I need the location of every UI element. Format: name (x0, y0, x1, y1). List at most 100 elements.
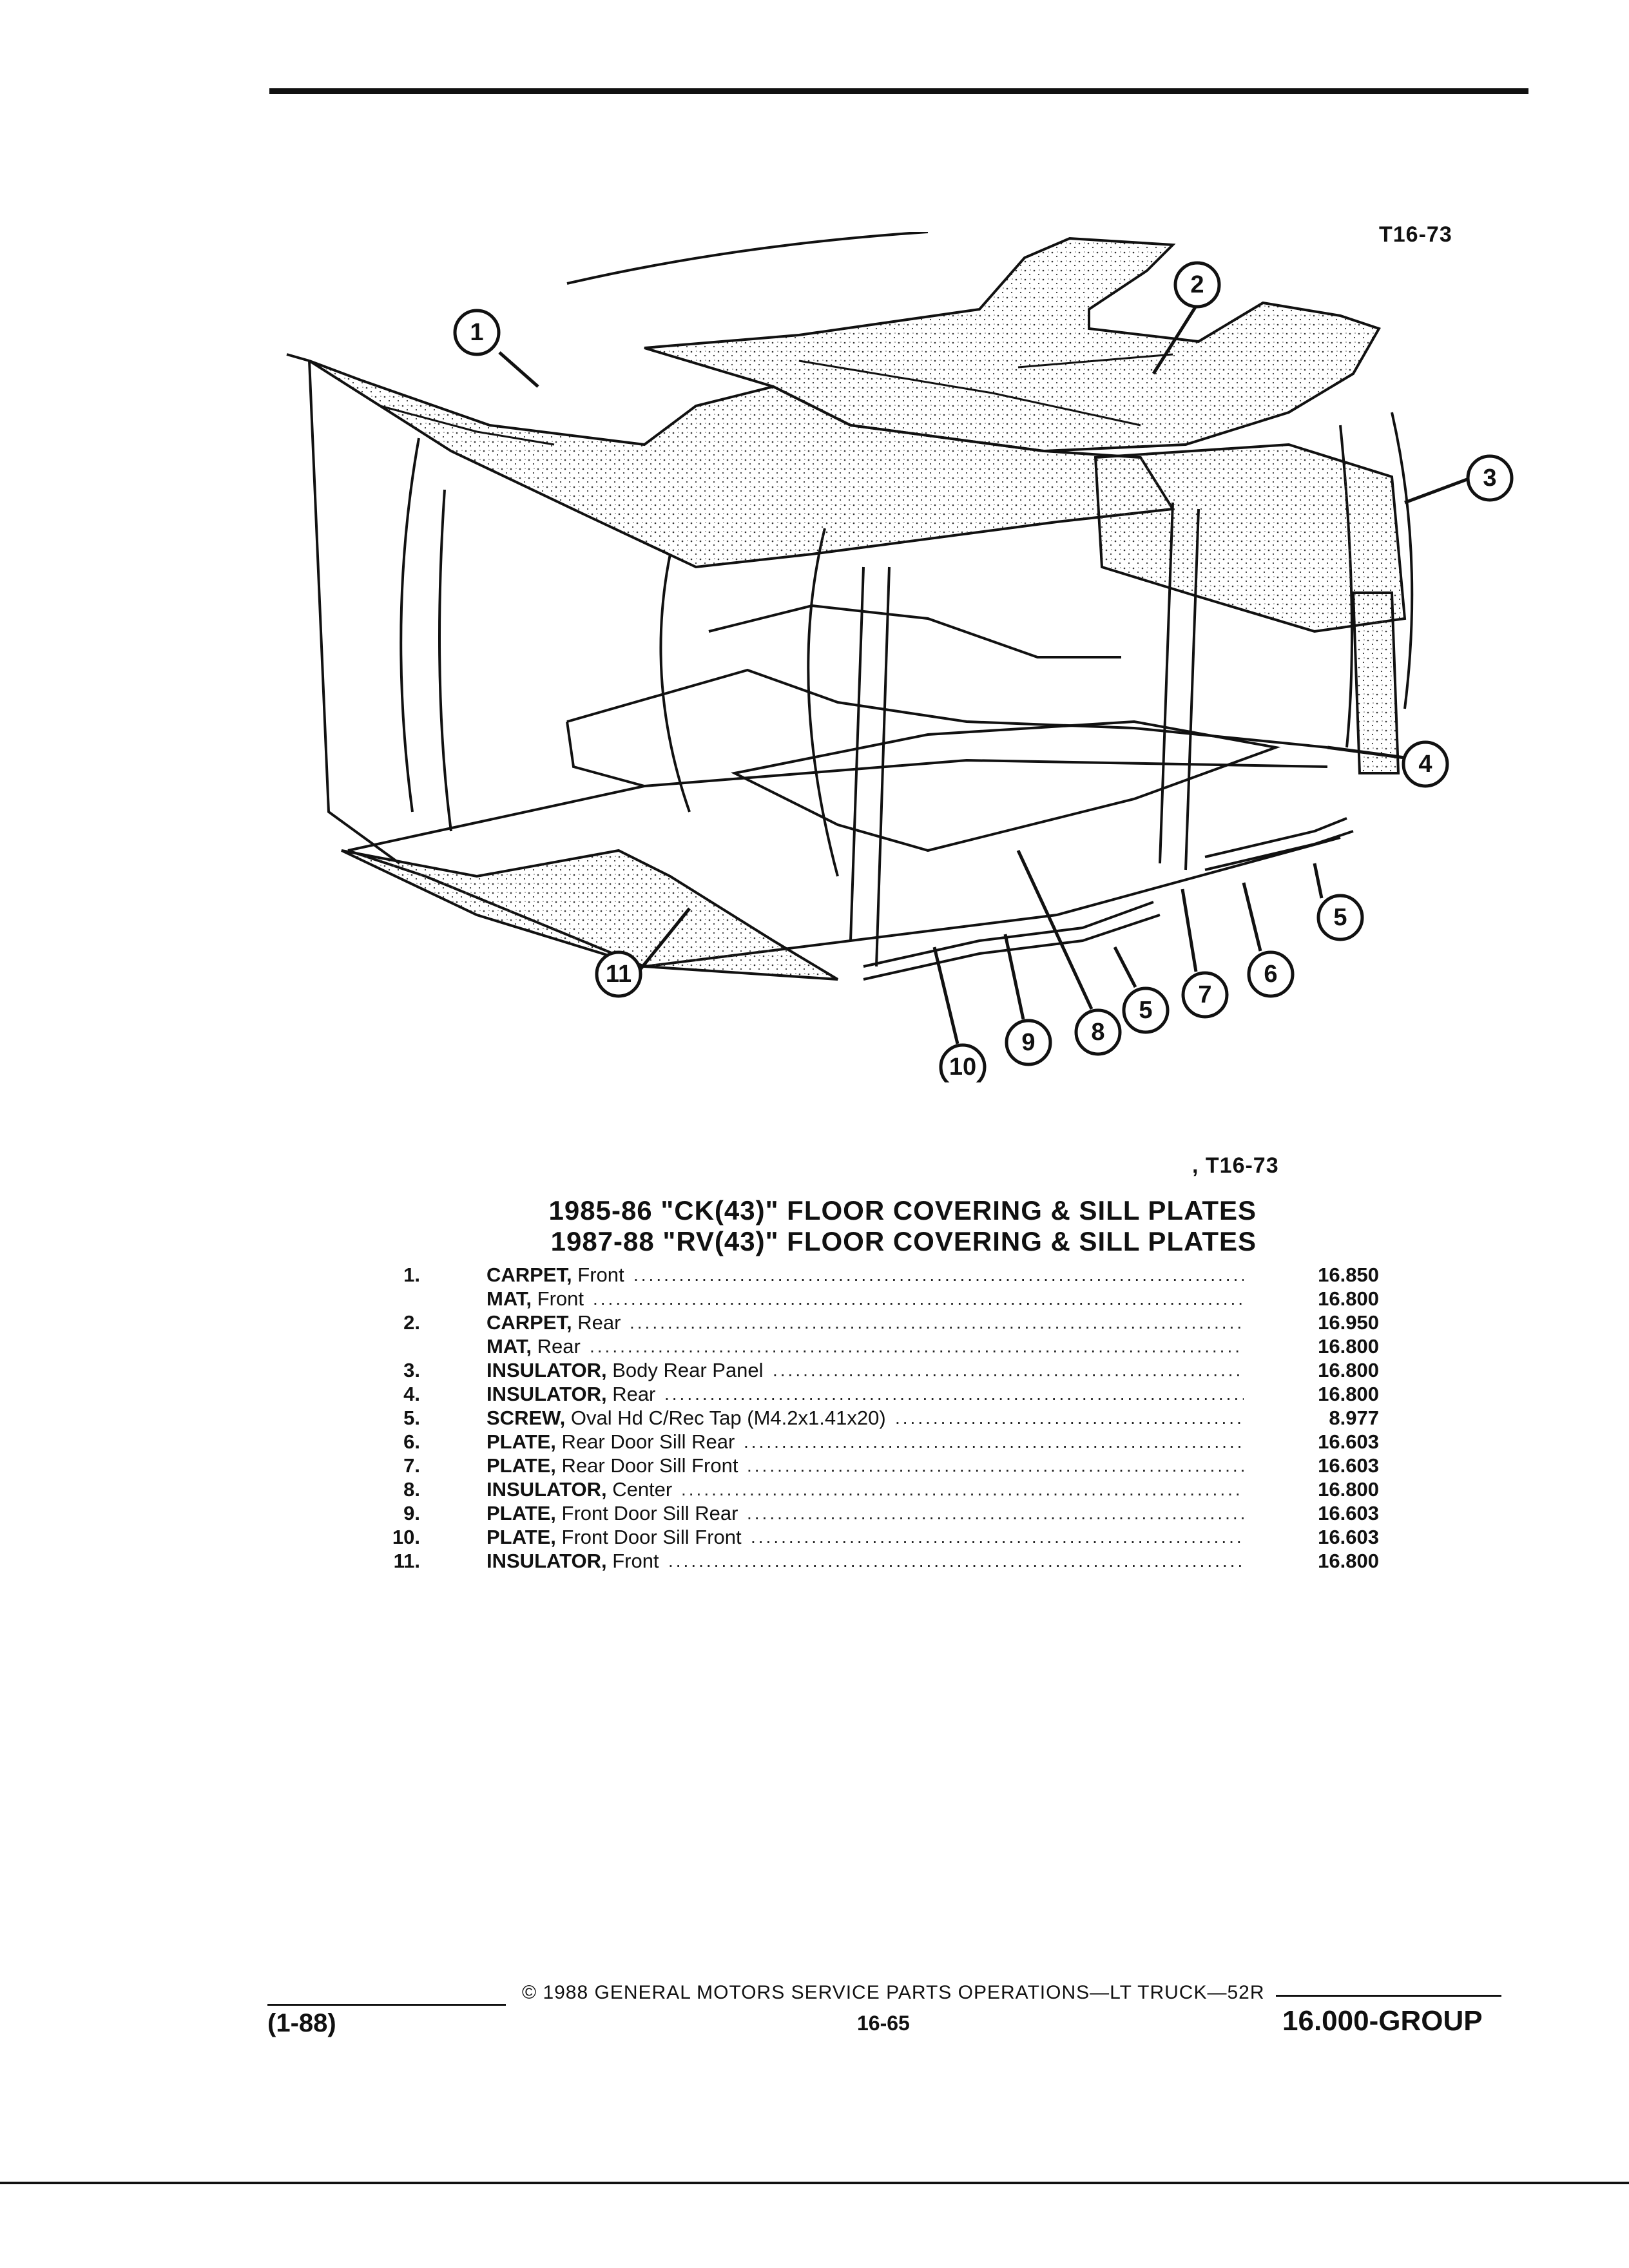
group-number: 16.800 (1318, 1478, 1379, 1501)
footer-copyright: © 1988 GENERAL MOTORS SERVICE PARTS OPER… (522, 1982, 1265, 2003)
callout-9: 9 (1005, 1019, 1052, 1066)
part-detail: Front (572, 1264, 624, 1286)
title-line-1: 1985-86 "CK(43)" FLOOR COVERING & SILL P… (548, 1195, 1257, 1225)
floor-covering-diagram: 1 2 3 4 5 5 6 7 8 9 10 11 (286, 232, 1514, 1082)
part-row: 3.INSULATOR, Body Rear Panel............… (361, 1358, 1392, 1382)
part-detail: Front (606, 1550, 659, 1572)
part-detail: Front Door Sill Rear (555, 1502, 738, 1524)
body-rear-panel-insulator (1351, 591, 1400, 774)
part-description: PLATE, Front Door Sill Rear (487, 1501, 738, 1525)
part-description: SCREW, Oval Hd C/Rec Tap (M4.2x1.41x20) (487, 1406, 886, 1430)
part-description: CARPET, Rear (487, 1311, 621, 1334)
center-insulator-panel (730, 720, 1281, 852)
top-rule (269, 88, 1528, 94)
part-detail: Rear (572, 1311, 621, 1334)
dot-leader: ........................................… (590, 1336, 1244, 1356)
title-line-2: 1987-88 "RV(43)" FLOOR COVERING & SILL P… (550, 1226, 1257, 1256)
dot-leader: ........................................… (664, 1384, 1244, 1404)
dot-leader: ........................................… (751, 1527, 1244, 1547)
group-number: 16.603 (1318, 1502, 1379, 1524)
group-number: 8.977 (1329, 1407, 1379, 1429)
part-row: 6.PLATE, Rear Door Sill Rear............… (361, 1430, 1392, 1454)
callout-6: 6 (1247, 950, 1295, 998)
svg-text:1: 1 (470, 319, 483, 346)
part-description: PLATE, Rear Door Sill Rear (487, 1430, 735, 1454)
part-row: 11. INSULATOR, Front.....................… (361, 1549, 1392, 1573)
part-row: 10.PLATE, Front Door Sill Front.........… (361, 1525, 1392, 1549)
dot-leader: ........................................… (895, 1408, 1244, 1428)
part-name: INSULATOR, (487, 1383, 607, 1405)
part-row: 4. INSULATOR, Rear.......................… (361, 1382, 1392, 1406)
svg-text:3: 3 (1483, 465, 1496, 492)
part-number: 4. (403, 1383, 420, 1405)
svg-text:10: 10 (949, 1053, 976, 1081)
part-name: MAT, (487, 1335, 532, 1358)
group-number: 16.950 (1318, 1311, 1379, 1334)
footer-date-code: (1-88) (267, 2009, 336, 2037)
part-detail: Rear (606, 1383, 656, 1405)
part-row: 5.SCREW, Oval Hd C/Rec Tap (M4.2x1.41x20… (361, 1406, 1392, 1430)
part-name: PLATE, (487, 1526, 556, 1548)
part-row: MAT, Front..............................… (361, 1287, 1392, 1311)
part-row: 1.CARPET, Front.........................… (361, 1263, 1392, 1287)
part-detail: Center (606, 1478, 673, 1501)
callout-4: 4 (1402, 740, 1449, 788)
door-pillars (849, 502, 1200, 967)
dot-leader: ........................................… (668, 1551, 1244, 1571)
figure-id-top: T16-73 (1379, 222, 1452, 247)
rear-carpet-panel (644, 236, 1381, 453)
svg-text:6: 6 (1264, 961, 1277, 988)
parts-list: 1.CARPET, Front.........................… (361, 1263, 1392, 1573)
svg-text:5: 5 (1333, 904, 1347, 931)
callout-5-center: 5 (1122, 986, 1170, 1034)
part-detail: Front (532, 1287, 584, 1310)
svg-text:4: 4 (1418, 751, 1432, 778)
part-row: 9.PLATE, Front Door Sill Rear...........… (361, 1501, 1392, 1525)
part-detail: Rear Door Sill Front (555, 1454, 738, 1477)
callout-10: 10 (939, 1043, 987, 1082)
part-detail: Rear (532, 1335, 581, 1358)
part-description: INSULATOR, Rear (487, 1382, 655, 1406)
part-name: CARPET, (487, 1311, 572, 1334)
part-name: INSULATOR, (487, 1550, 607, 1572)
dot-leader: ........................................… (633, 1265, 1244, 1285)
svg-text:2: 2 (1190, 271, 1204, 298)
sill-plates (863, 817, 1354, 981)
part-name: PLATE, (487, 1502, 556, 1524)
group-number: 16.800 (1318, 1359, 1379, 1381)
part-name: INSULATOR, (487, 1359, 607, 1381)
part-number: 11. (393, 1550, 420, 1572)
part-description: PLATE, Rear Door Sill Front (487, 1454, 738, 1477)
group-number: 16.800 (1318, 1287, 1379, 1310)
dot-leader: ........................................… (747, 1503, 1244, 1523)
part-detail: Rear Door Sill Rear (555, 1430, 735, 1453)
part-description: INSULATOR, Body Rear Panel (487, 1358, 764, 1382)
callout-5-right: 5 (1316, 894, 1364, 941)
part-detail: Body Rear Panel (606, 1359, 764, 1381)
group-number: 16.800 (1318, 1383, 1379, 1405)
group-number: 16.800 (1318, 1550, 1379, 1572)
part-name: MAT, (487, 1287, 532, 1310)
svg-text:8: 8 (1091, 1019, 1104, 1046)
dot-leader: ........................................… (747, 1456, 1244, 1475)
figure-id-bottom: , T16-73 (1192, 1153, 1279, 1178)
part-row: 8.INSULATOR, Center.....................… (361, 1477, 1392, 1501)
front-insulator-panel (341, 849, 839, 981)
front-carpet-panel (308, 360, 1175, 569)
part-name: SCREW, (487, 1407, 566, 1429)
svg-text:5: 5 (1139, 997, 1152, 1024)
dot-leader: ........................................… (593, 1289, 1244, 1309)
footer-page-number: 16-65 (857, 2012, 910, 2035)
part-number: 7. (403, 1454, 420, 1477)
part-name: INSULATOR, (487, 1478, 607, 1501)
part-description: MAT, Front (487, 1287, 584, 1311)
dot-leader: ........................................… (744, 1432, 1244, 1452)
part-row: 7. PLATE, Rear Door Sill Front...........… (361, 1454, 1392, 1477)
part-row: MAT, Rear...............................… (361, 1334, 1392, 1358)
bottom-rule (0, 2182, 1629, 2184)
callout-3: 3 (1466, 454, 1514, 502)
part-number: 3. (403, 1359, 420, 1381)
part-row: 2.CARPET, Rear..........................… (361, 1311, 1392, 1334)
part-number: 10. (392, 1526, 420, 1548)
footer-group: 16.000-GROUP (1282, 2005, 1483, 2037)
